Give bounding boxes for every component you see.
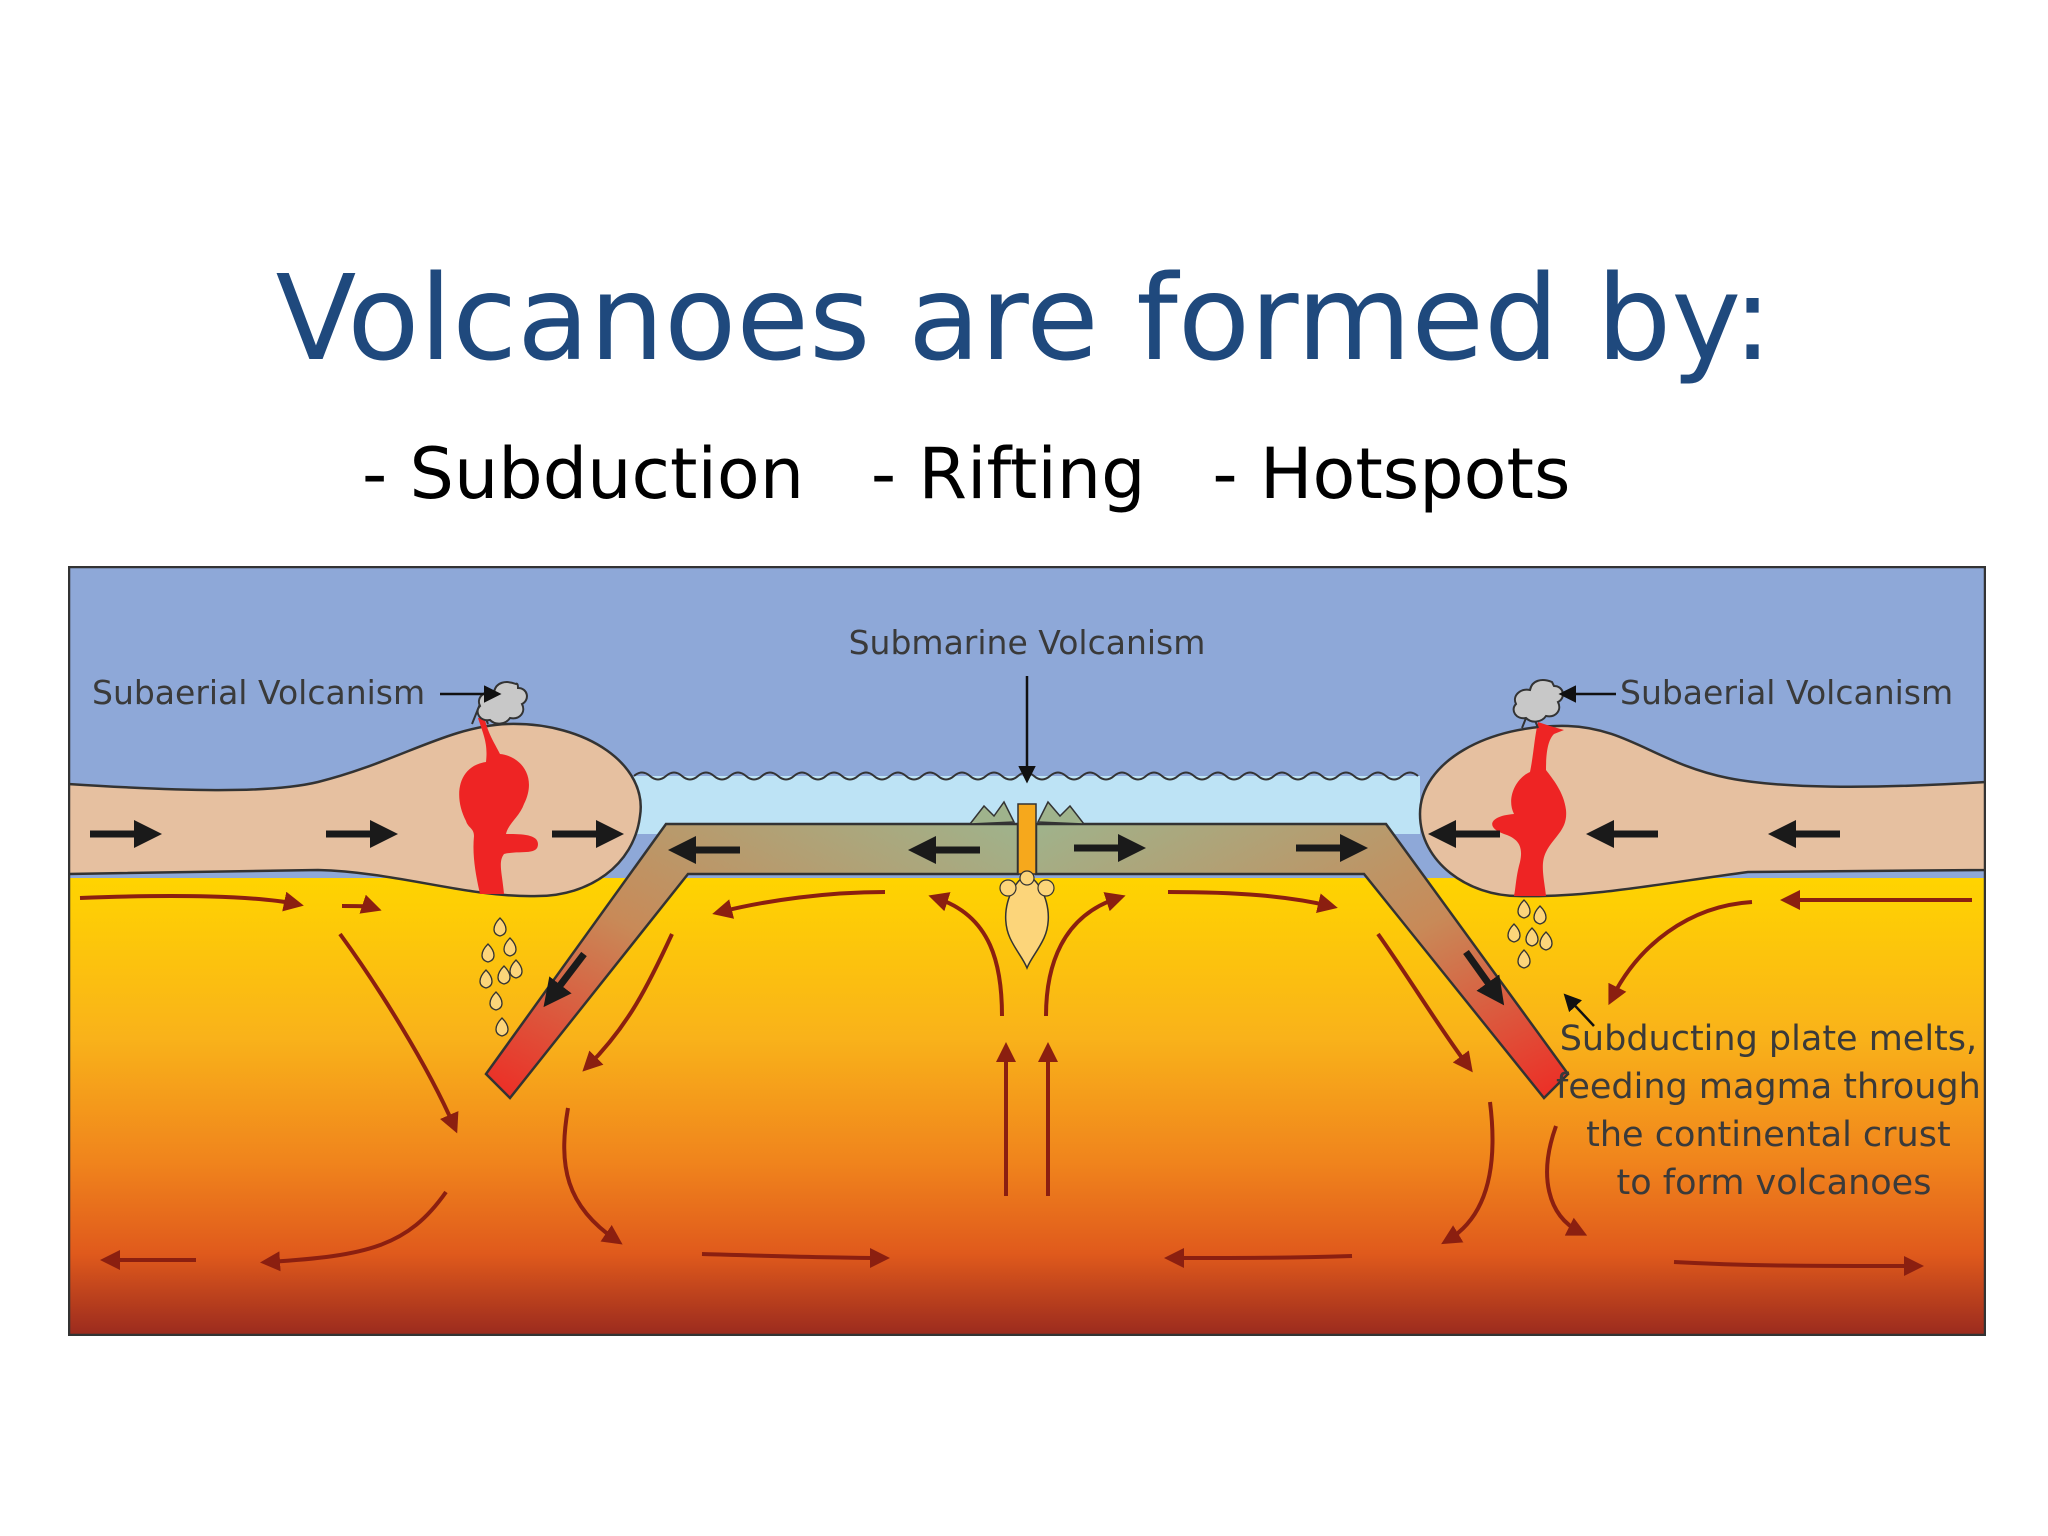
convection-arrow: [260, 1190, 448, 1272]
diagram-border: [68, 566, 1986, 1336]
label-submarine-volcanism: Submarine Volcanism: [849, 623, 1206, 662]
magma-droplets-left: [479, 917, 523, 1037]
magma-chamber-right: [1492, 722, 1567, 896]
convection-arrow: [1044, 892, 1126, 1017]
ridge-magma-bubble: [1019, 870, 1035, 886]
convection-arrow: [928, 892, 1004, 1017]
convection-arrow: [79, 891, 304, 912]
bullet-hotspots: - Hotspots: [1212, 433, 1571, 515]
convection-arrow: [1164, 1247, 1353, 1268]
label-subduct-line-1: Subducting plate melts,: [1560, 1019, 1977, 1059]
magma-chamber-left: [459, 716, 538, 894]
convection-arrow: [1673, 1255, 1924, 1276]
convection-arrow: [341, 894, 382, 914]
label-subaerial-volcanism-right: Subaerial Volcanism: [1620, 673, 1953, 712]
convection-arrow: [1608, 900, 1753, 1006]
bullet-subduction: - Subduction: [362, 433, 805, 515]
convection-arrow: [1545, 1125, 1588, 1236]
plate-motion-arrows: [90, 820, 1840, 1008]
convection-arrow: [1441, 1101, 1495, 1245]
convection-arrow: [712, 890, 886, 919]
bullet-list: - Subduction - Rifting - Hotspots: [362, 432, 1570, 516]
convection-arrow: [1167, 890, 1338, 913]
pointer-arrow-subduct: [1563, 993, 1595, 1027]
bullet-rifting: - Rifting: [870, 433, 1146, 515]
ridge-magma-bubble: [1037, 879, 1055, 897]
convection-arrow: [701, 1247, 890, 1268]
label-subduct-line-4: to form volcanoes: [1617, 1163, 1932, 1203]
plate-arrow: [543, 951, 587, 1008]
continental-plate-right: [1418, 724, 1986, 898]
plate-tectonics-diagram: Subaerial Volcanism Submarine Volcanism …: [68, 566, 1986, 1336]
label-subduct-line-3: the continental crust: [1586, 1115, 1951, 1155]
label-subduct-line-2: feeding magma through: [1556, 1067, 1981, 1107]
convection-arrow: [338, 932, 459, 1134]
ridge-seamounts: [968, 800, 1086, 825]
slide-title: Volcanoes are formed by:: [275, 249, 1773, 387]
label-subaerial-volcanism-left: Subaerial Volcanism: [92, 673, 425, 712]
magma-droplets-right: [1507, 899, 1553, 969]
ridge-magma-conduit: [1017, 803, 1037, 875]
label-subducting-plate: Subducting plate melts, feeding magma th…: [1556, 1019, 1986, 1203]
convection-arrow: [582, 933, 674, 1072]
convection-arrow: [1376, 932, 1473, 1073]
convection-arrows: [79, 890, 1972, 1276]
plate-arrow: [1463, 949, 1505, 1006]
ridge-magma-bubble: [999, 879, 1017, 897]
ridge-magma-plume: [1004, 873, 1050, 971]
smoke-cloud-right-icon: [1512, 679, 1564, 723]
convection-arrow: [562, 1107, 623, 1245]
